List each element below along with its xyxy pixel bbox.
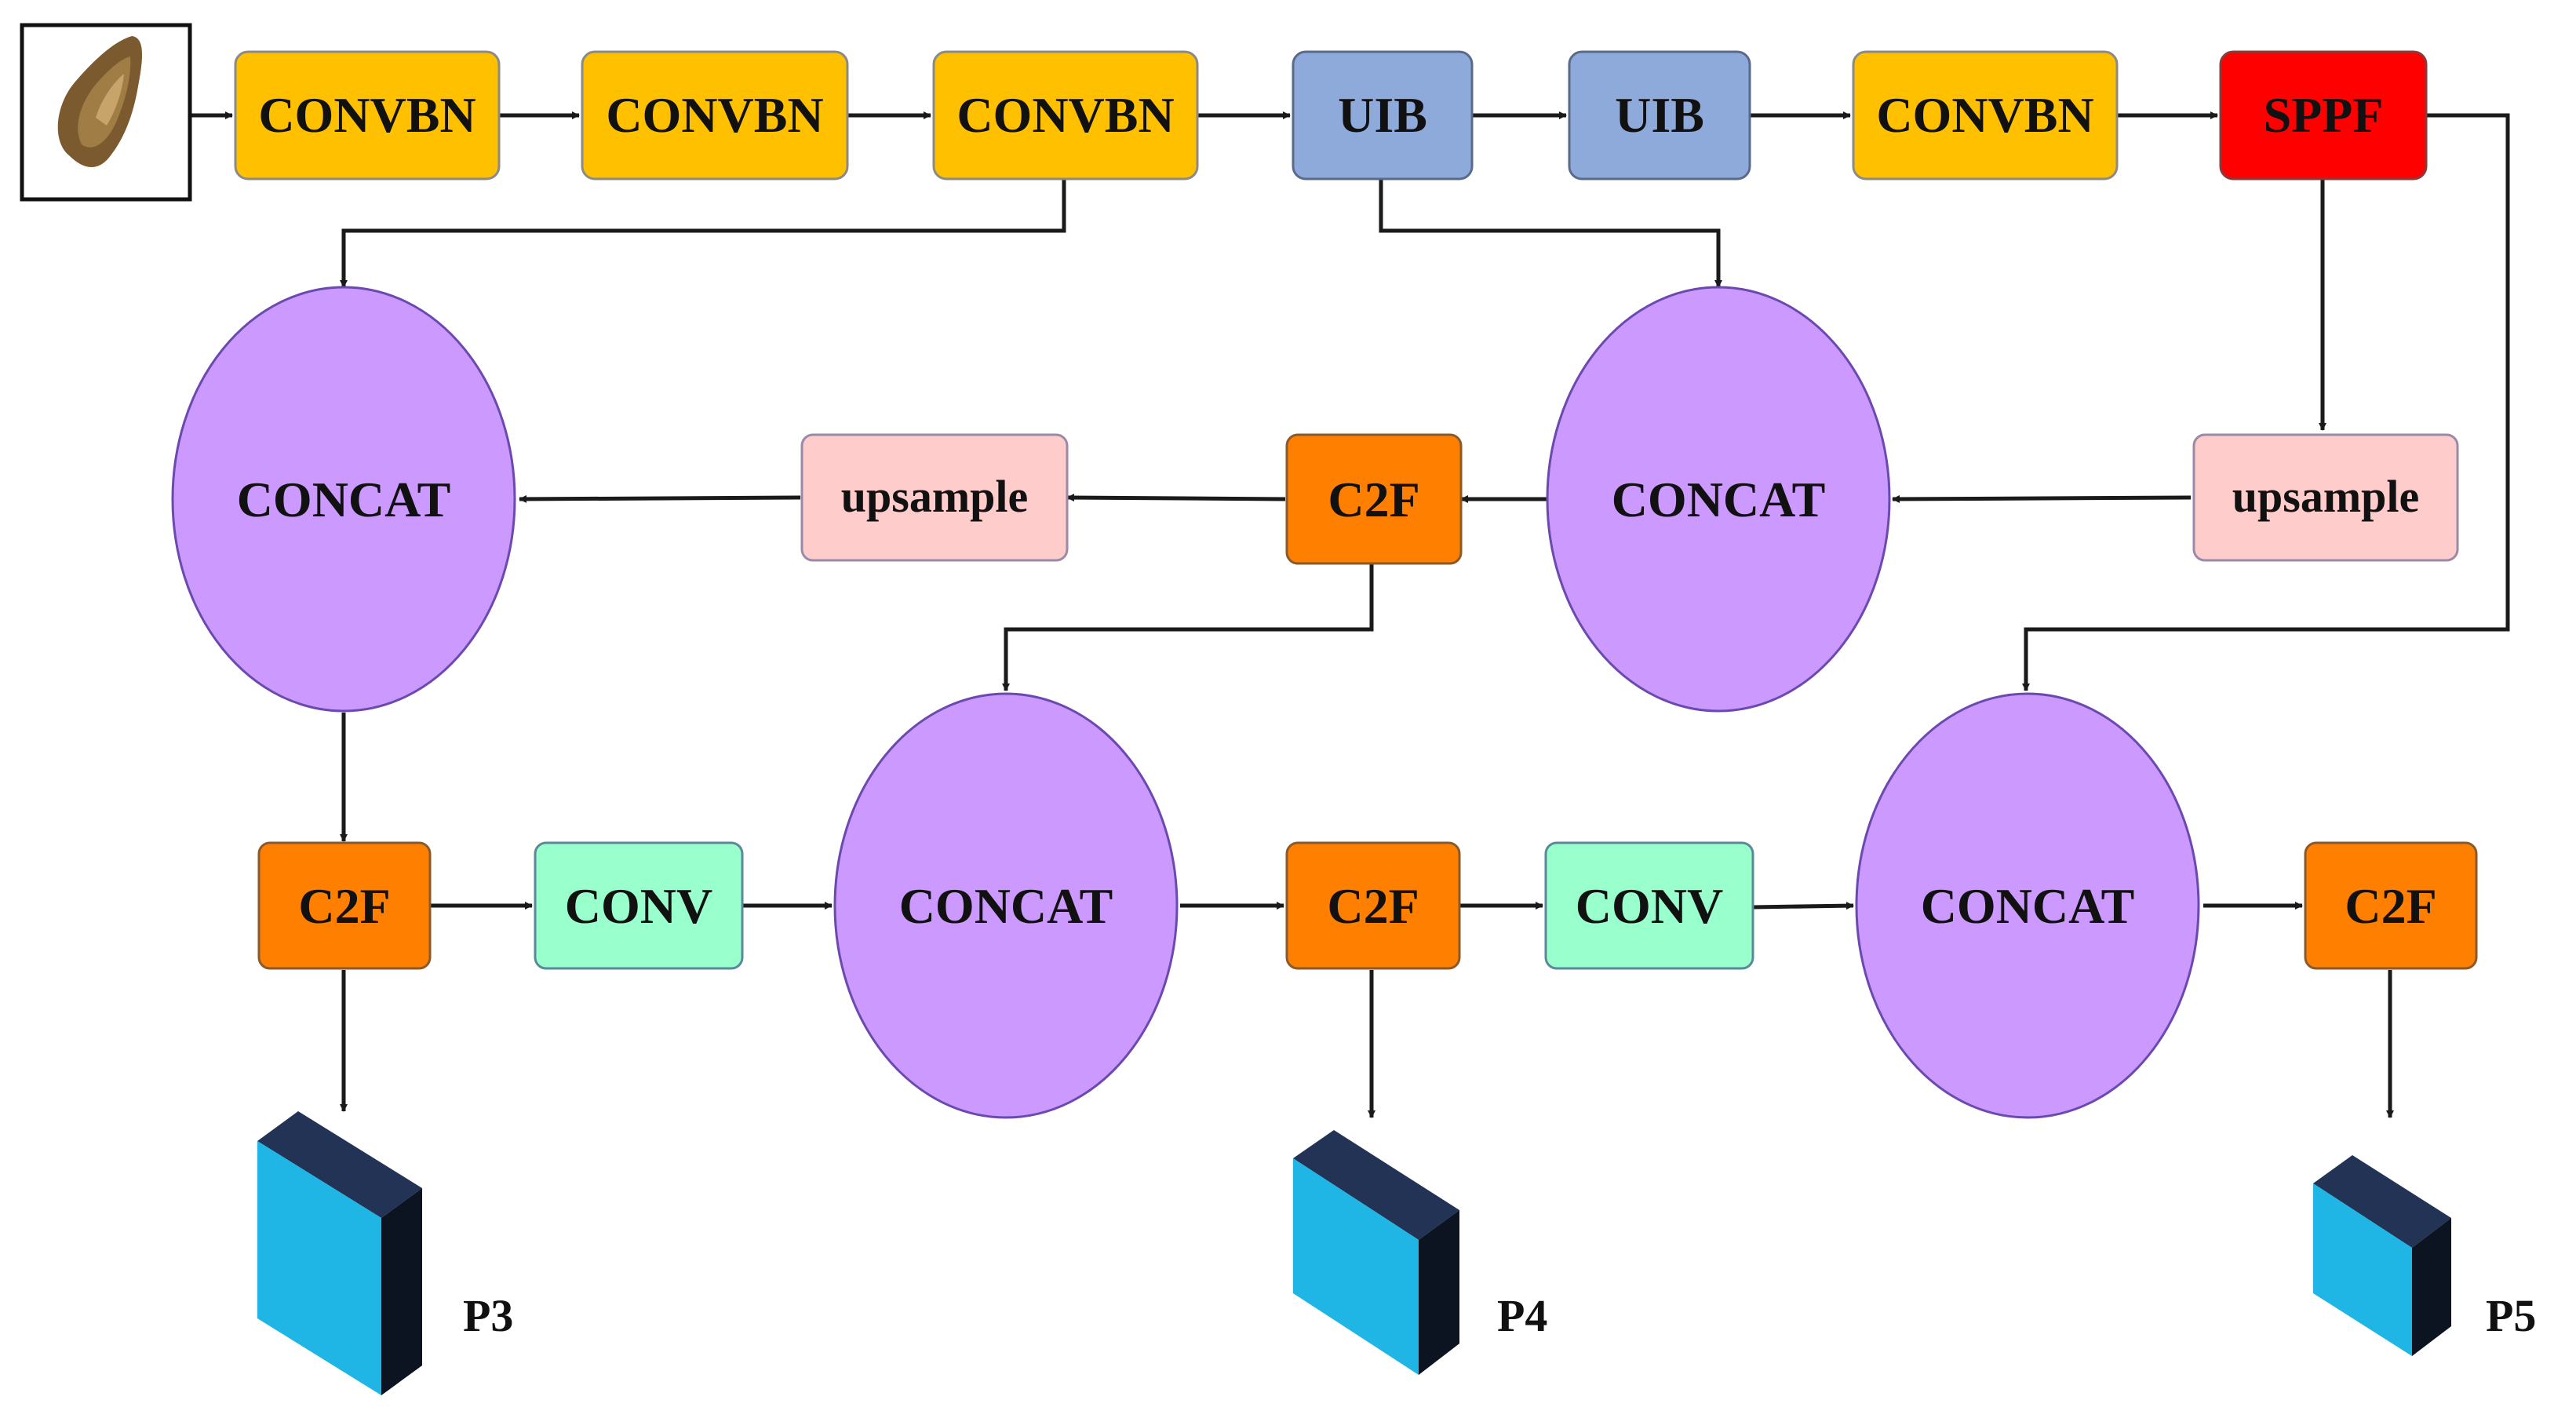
edge-upsample2-concat2 bbox=[1892, 494, 2192, 503]
node-concat-2: CONCAT bbox=[1546, 286, 1891, 713]
node-uib-2: UIB bbox=[1568, 50, 1751, 180]
p5-label: P5 bbox=[2486, 1290, 2536, 1341]
input-image bbox=[20, 23, 192, 202]
edge-c2f1-upsample1 bbox=[1066, 494, 1286, 502]
node-sppf: SPPF bbox=[2219, 50, 2428, 180]
p3-cube-icon bbox=[257, 1111, 422, 1395]
upsample-1-label: upsample bbox=[841, 471, 1029, 522]
node-convbn-4: CONVBN bbox=[1852, 50, 2119, 180]
conv-1-label: CONV bbox=[565, 878, 712, 934]
node-c2f-4: C2F bbox=[2304, 841, 2478, 970]
c2f-1-label: C2F bbox=[1328, 472, 1419, 527]
node-conv-2: CONV bbox=[1544, 841, 1754, 970]
c2f-3-box bbox=[1285, 841, 1461, 970]
input-image-icon bbox=[57, 36, 143, 168]
uib-2-label: UIB bbox=[1615, 87, 1704, 143]
upsample-2-box bbox=[2192, 433, 2459, 562]
edge-uib1-concat2 bbox=[1379, 180, 1722, 288]
node-conv-1: CONV bbox=[534, 841, 744, 970]
concat-2-ellipse bbox=[1546, 286, 1891, 713]
node-convbn-1: CONVBN bbox=[234, 50, 501, 180]
convbn-4-label: CONVBN bbox=[1876, 87, 2093, 143]
c2f-4-label: C2F bbox=[2345, 878, 2436, 934]
concat-3-label: CONCAT bbox=[899, 878, 1113, 934]
convbn-4-box bbox=[1852, 50, 2119, 180]
conv-2-box bbox=[1544, 841, 1754, 970]
p4-label: P4 bbox=[1497, 1290, 1547, 1341]
output-p3: P3 bbox=[257, 1111, 513, 1395]
c2f-3-label: C2F bbox=[1327, 878, 1419, 934]
conv-2-label: CONV bbox=[1576, 878, 1723, 934]
concat-1-ellipse bbox=[171, 286, 516, 713]
concat-1-label: CONCAT bbox=[237, 472, 451, 527]
convbn-2-box bbox=[581, 50, 849, 180]
edge-upsample1-concat1 bbox=[519, 494, 801, 503]
edge-convbn3-concat1 bbox=[340, 180, 1066, 288]
concat-4-ellipse bbox=[1855, 692, 2200, 1119]
neck-row: CONCAT upsample C2F CONCAT upsample bbox=[171, 286, 2459, 713]
edge-c2f1-concat3 bbox=[1002, 563, 1374, 691]
sppf-box bbox=[2219, 50, 2428, 180]
concat-4-label: CONCAT bbox=[1921, 878, 2135, 934]
c2f-4-box bbox=[2304, 841, 2478, 970]
node-concat-3: CONCAT bbox=[833, 692, 1179, 1119]
node-convbn-2: CONVBN bbox=[581, 50, 849, 180]
outputs: P3 P4 P5 bbox=[257, 1111, 2536, 1395]
convbn-1-box bbox=[234, 50, 501, 180]
node-uib-1: UIB bbox=[1292, 50, 1474, 180]
concat-3-ellipse bbox=[833, 692, 1179, 1119]
convbn-1-label: CONVBN bbox=[258, 87, 475, 143]
convbn-2-label: CONVBN bbox=[606, 87, 823, 143]
conv-1-box bbox=[534, 841, 744, 970]
upsample-2-label: upsample bbox=[2232, 471, 2420, 522]
c2f-2-box bbox=[257, 841, 432, 970]
node-concat-4: CONCAT bbox=[1855, 692, 2200, 1119]
edge-sppf-concat4 bbox=[2022, 113, 2510, 691]
node-upsample-2: upsample bbox=[2192, 433, 2459, 562]
node-upsample-1: upsample bbox=[800, 433, 1069, 562]
concat-2-label: CONCAT bbox=[1612, 472, 1826, 527]
convbn-3-box bbox=[932, 50, 1199, 180]
c2f-1-box bbox=[1285, 433, 1463, 565]
sppf-label: SPPF bbox=[2264, 87, 2384, 143]
node-convbn-3: CONVBN bbox=[932, 50, 1199, 180]
uib-1-label: UIB bbox=[1338, 87, 1427, 143]
backbone-row: CONVBN CONVBN CONVBN UIB UIB CONVBN SPPF bbox=[234, 50, 2428, 180]
node-c2f-2: C2F bbox=[257, 841, 432, 970]
node-c2f-3: C2F bbox=[1285, 841, 1461, 970]
output-p4: P4 bbox=[1293, 1130, 1547, 1375]
edges bbox=[190, 111, 2510, 1118]
p5-cube-icon bbox=[2313, 1155, 2451, 1356]
convbn-3-label: CONVBN bbox=[956, 87, 1174, 143]
output-p5: P5 bbox=[2313, 1155, 2536, 1356]
head-row: C2F CONV CONCAT C2F CONV CONCAT C2F bbox=[257, 692, 2478, 1119]
p4-cube-icon bbox=[1293, 1130, 1459, 1375]
uib-1-box bbox=[1292, 50, 1474, 180]
upsample-1-box bbox=[800, 433, 1069, 562]
p3-label: P3 bbox=[463, 1290, 513, 1341]
c2f-2-label: C2F bbox=[298, 878, 390, 934]
node-concat-1: CONCAT bbox=[171, 286, 516, 713]
uib-2-box bbox=[1568, 50, 1751, 180]
edge-conv2-concat4 bbox=[1752, 902, 1854, 910]
node-c2f-1: C2F bbox=[1285, 433, 1463, 565]
